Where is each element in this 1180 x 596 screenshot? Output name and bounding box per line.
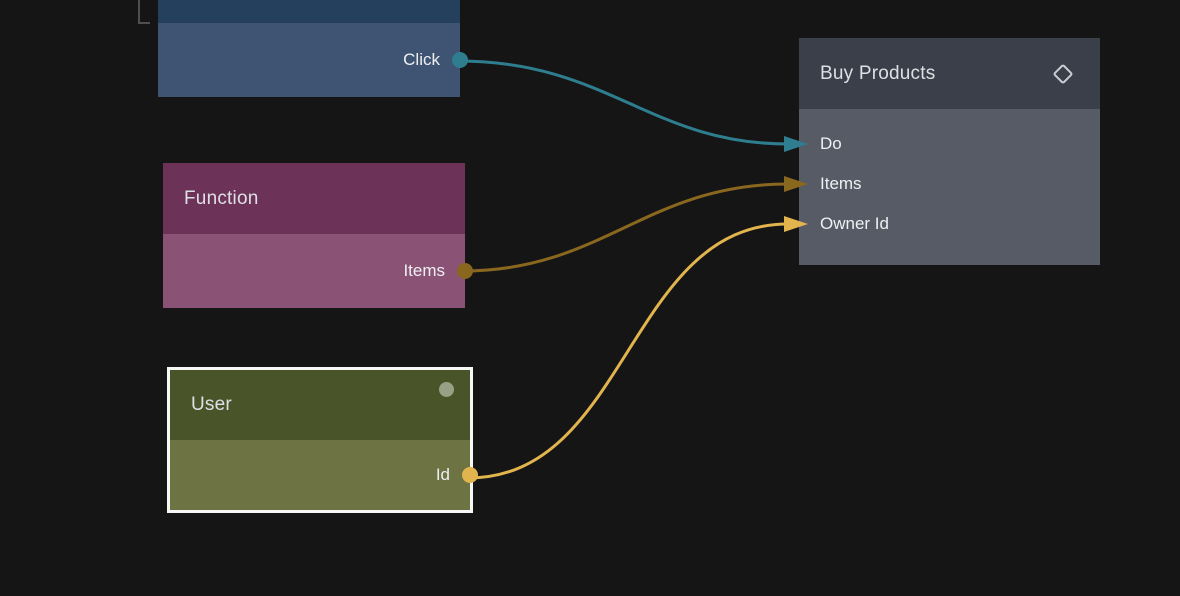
- node-buy-products[interactable]: Buy Products Do Items Owner Id: [799, 38, 1100, 265]
- input-row-do: Do: [799, 124, 1100, 164]
- output-row-click: Click: [158, 23, 468, 97]
- diamond-icon: [1053, 64, 1073, 83]
- output-port-click[interactable]: [452, 52, 468, 68]
- input-row-items: Items: [799, 164, 1100, 204]
- node-function-header: Function: [163, 163, 465, 234]
- status-dot-icon: [439, 382, 454, 397]
- node-trigger[interactable]: Click: [158, 0, 468, 97]
- node-trigger-header: [158, 0, 460, 23]
- frame-corner-bracket: [138, 0, 150, 24]
- node-function[interactable]: Function Items: [163, 163, 473, 308]
- output-label-id: Id: [435, 465, 450, 484]
- node-trigger-body: Click: [158, 23, 468, 97]
- output-label-items: Items: [403, 261, 445, 280]
- node-buy-products-body: Do Items Owner Id: [799, 109, 1100, 265]
- output-row-items: Items: [163, 234, 473, 308]
- node-buy-products-title: Buy Products: [820, 62, 936, 84]
- input-row-owner-id: Owner Id: [799, 204, 1100, 244]
- output-label-click: Click: [403, 50, 440, 69]
- input-label-owner-id: Owner Id: [820, 214, 889, 233]
- wire-items-to-items[interactable]: [461, 182, 790, 273]
- output-port-items[interactable]: [457, 263, 473, 279]
- wire-id-to-owner-id[interactable]: [466, 222, 790, 480]
- input-label-do: Do: [820, 134, 842, 153]
- wire-click-to-do[interactable]: [456, 59, 790, 146]
- node-function-title: Function: [184, 187, 259, 209]
- input-label-items: Items: [820, 174, 862, 193]
- node-user-body: Id: [170, 440, 478, 510]
- output-port-id[interactable]: [462, 467, 478, 483]
- node-function-body: Items: [163, 234, 473, 308]
- node-user-header: User: [170, 370, 470, 440]
- node-user-title: User: [191, 394, 232, 415]
- node-buy-products-header: Buy Products: [799, 38, 1100, 109]
- output-row-id: Id: [170, 440, 478, 510]
- node-user[interactable]: User Id: [167, 367, 478, 513]
